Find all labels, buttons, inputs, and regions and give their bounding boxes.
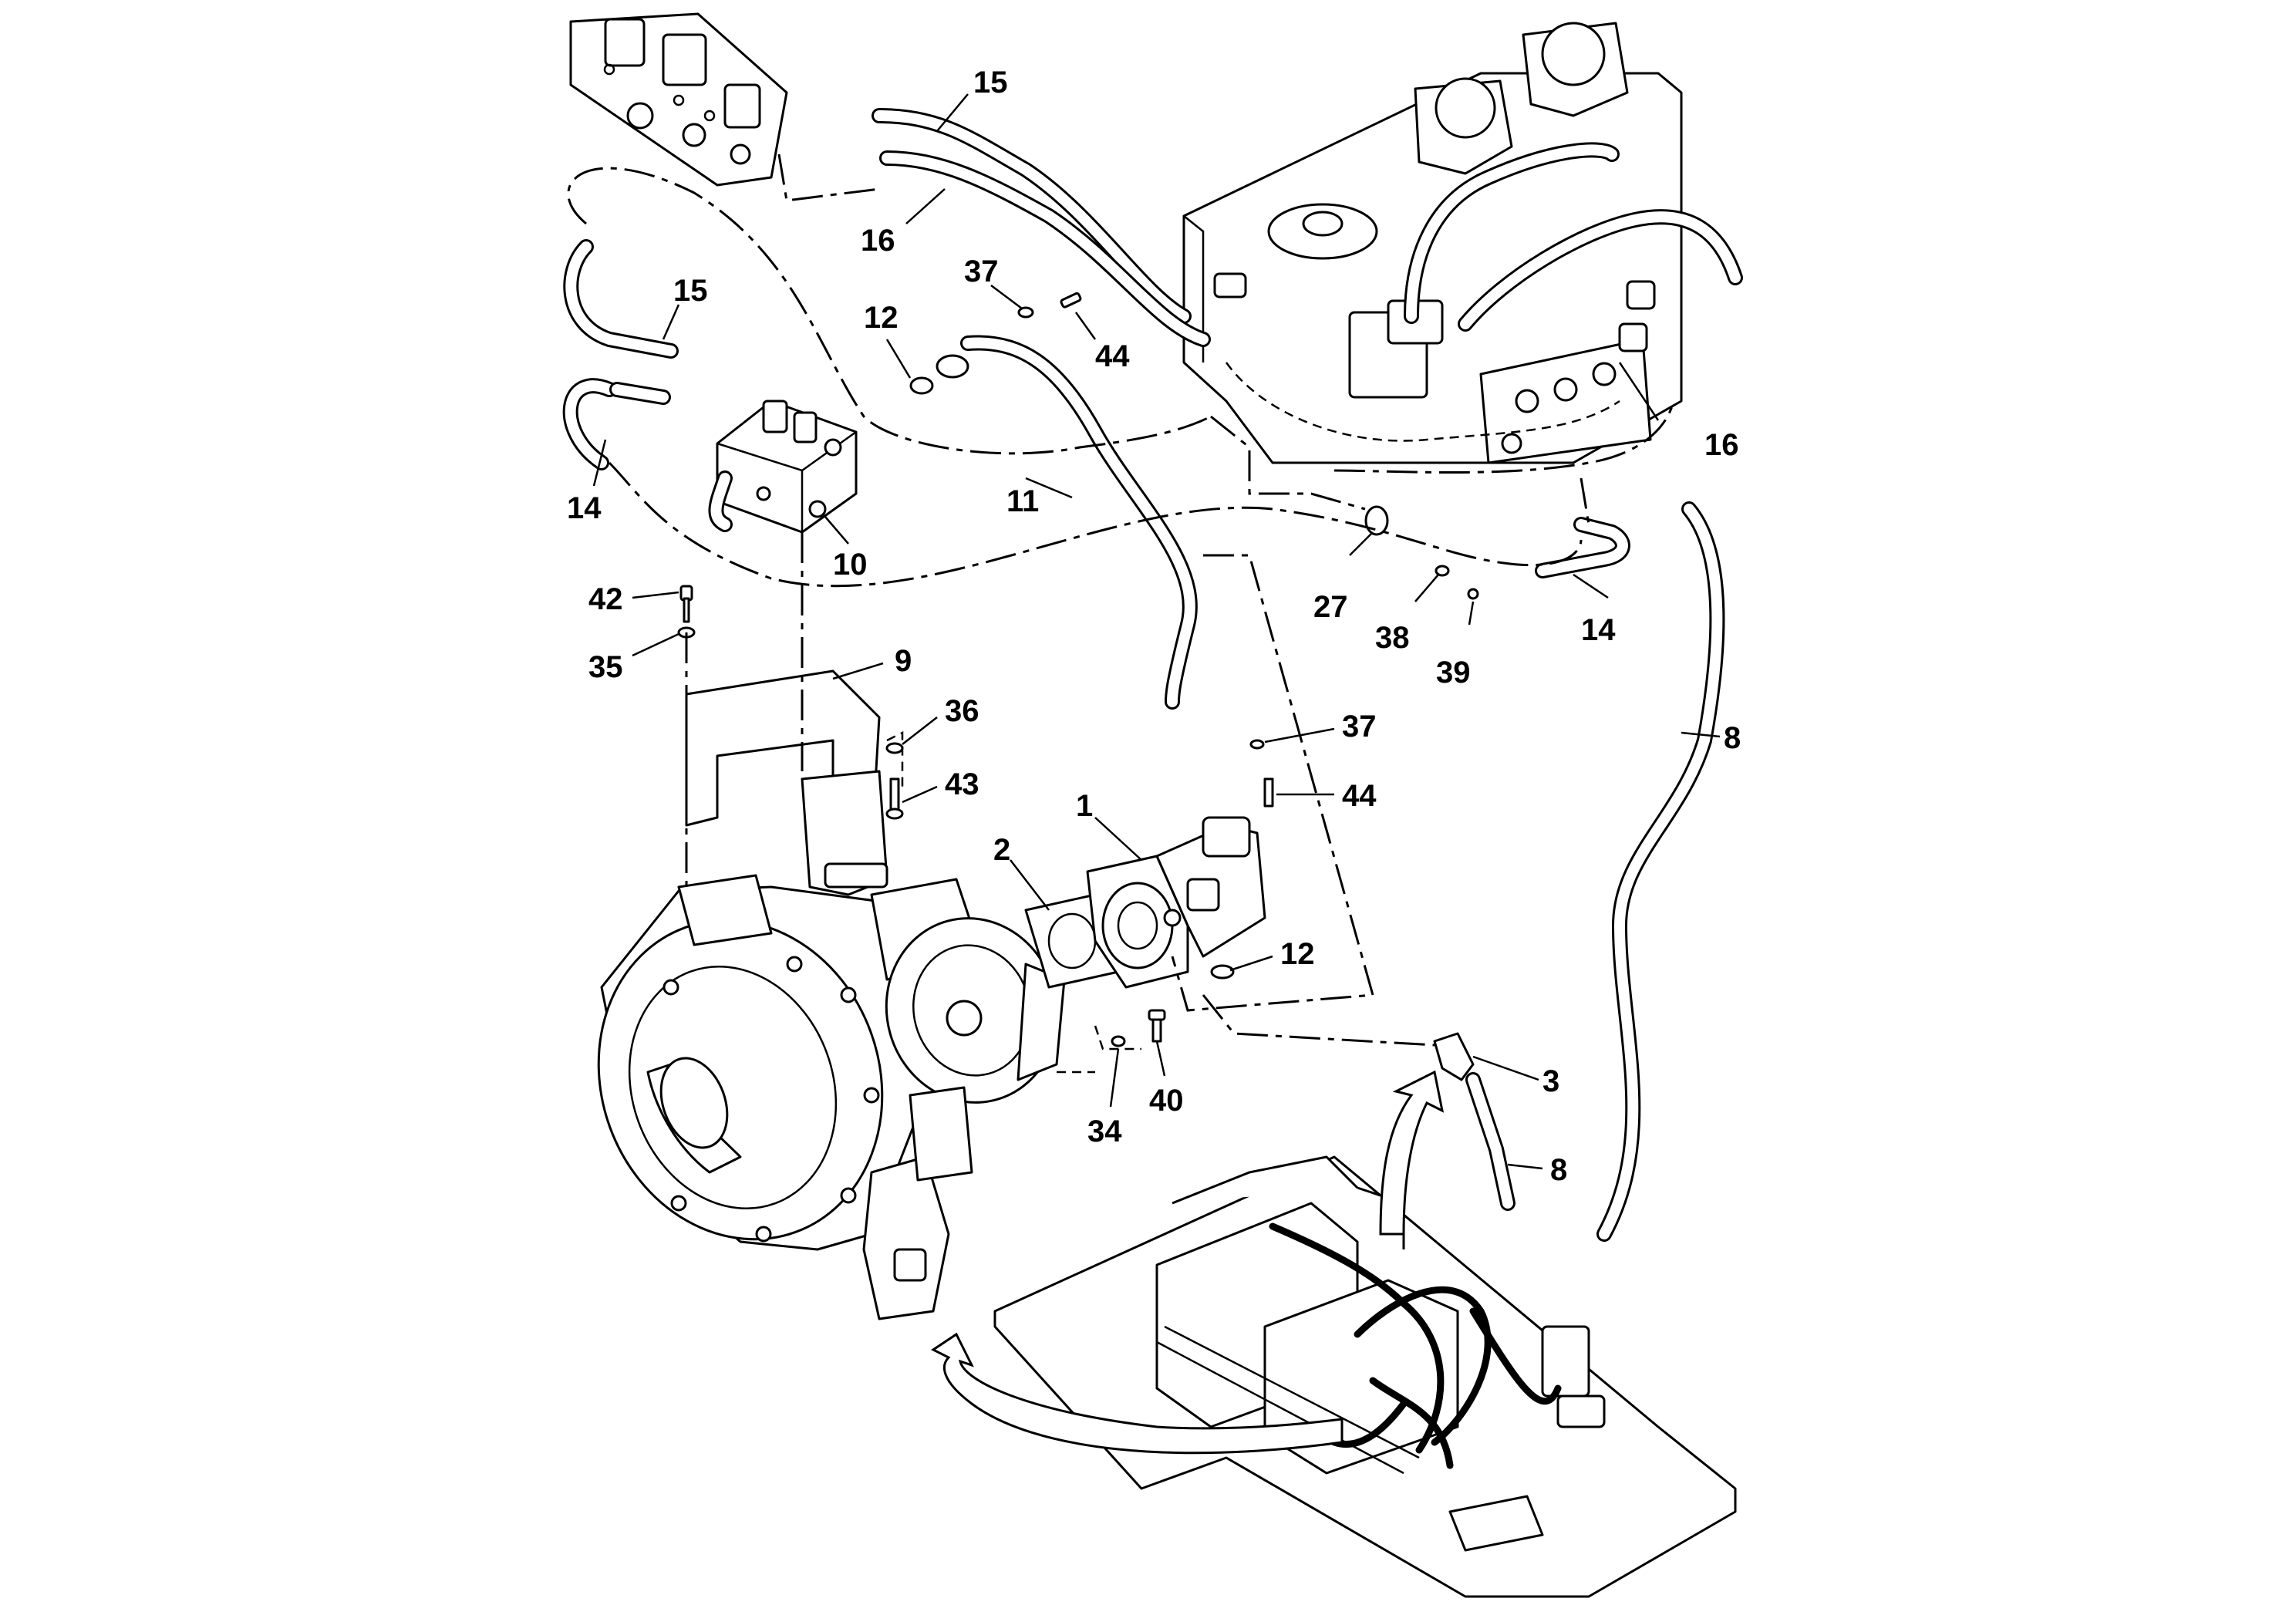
callout-37-lower: 37 — [1342, 710, 1377, 744]
callout-12-lower: 12 — [1280, 937, 1315, 971]
callout-39: 39 — [1436, 656, 1471, 690]
callout-14-left: 14 — [567, 491, 602, 525]
callout-16-right: 16 — [1704, 428, 1739, 462]
chassis-frame — [993, 1155, 1737, 1598]
leader-lines — [592, 93, 1721, 1170]
callout-15-left: 15 — [673, 274, 708, 308]
callout-44-upper: 44 — [1095, 339, 1130, 373]
callout-15-upper: 15 — [973, 66, 1008, 99]
callout-9: 9 — [895, 644, 912, 678]
callout-37-upper: 37 — [964, 255, 999, 288]
callout-35: 35 — [588, 650, 623, 684]
elbow-fitting-3 — [1433, 1032, 1475, 1081]
callout-34: 34 — [1087, 1114, 1122, 1148]
callout-3: 3 — [1542, 1064, 1559, 1098]
callout-44-lower: 44 — [1342, 779, 1377, 813]
bracket-9 — [685, 669, 888, 896]
top-valve-manifold — [569, 12, 788, 187]
hoses — [562, 108, 1743, 1242]
callout-8-upper: 8 — [1724, 721, 1741, 755]
pump-1 — [1086, 816, 1266, 989]
callout-10: 10 — [833, 548, 868, 582]
callout-labels: 1 2 3 8 8 9 10 11 12 12 14 14 15 15 16 1… — [567, 66, 1741, 1187]
callout-12-upper: 12 — [864, 301, 899, 335]
callout-8-lower: 8 — [1550, 1153, 1567, 1187]
callout-2: 2 — [993, 833, 1010, 867]
callout-11: 11 — [1006, 484, 1039, 518]
callout-42: 42 — [588, 582, 623, 616]
callout-27: 27 — [1313, 590, 1348, 624]
view-rotation-arrows — [931, 1070, 1445, 1455]
callout-36: 36 — [945, 694, 979, 728]
hydraulic-tank — [1182, 22, 1683, 464]
engine-housing — [597, 874, 1066, 1320]
callout-16-upper: 16 — [861, 224, 895, 258]
callout-14-right: 14 — [1581, 613, 1616, 647]
hardware — [677, 292, 1479, 1047]
callout-1: 1 — [1076, 789, 1093, 823]
valve-block-10 — [708, 400, 858, 534]
callout-38: 38 — [1375, 621, 1410, 655]
routing-lines — [567, 153, 1675, 1074]
callout-40: 40 — [1149, 1084, 1184, 1118]
callout-43: 43 — [945, 767, 979, 801]
